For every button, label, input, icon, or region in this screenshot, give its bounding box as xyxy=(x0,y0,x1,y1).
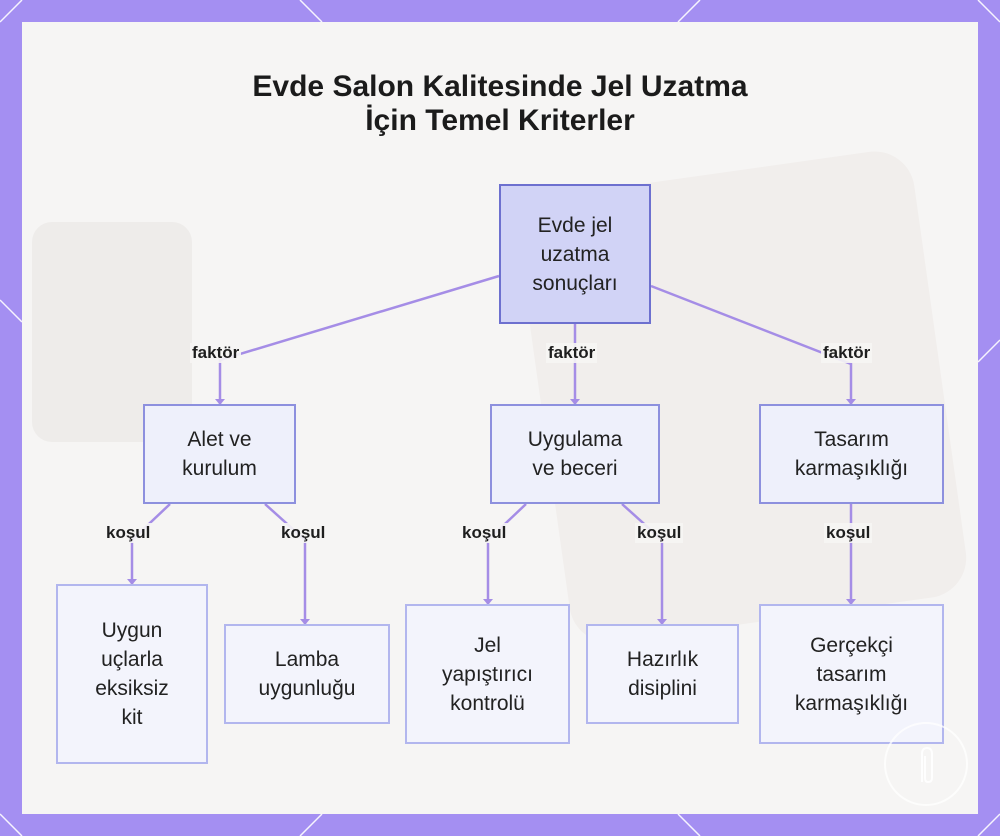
edge-label-condition-4: koşul xyxy=(635,523,684,543)
edge-root-to-factor-1 xyxy=(218,274,500,404)
condition-node-prep: Hazırlık disiplini xyxy=(586,624,739,724)
edge-label-condition-1: koşul xyxy=(104,523,153,543)
edge-root-to-factor-3 xyxy=(650,284,853,404)
edge-label-condition-5: koşul xyxy=(824,523,873,543)
condition-node-realistic-design: Gerçekçi tasarım karmaşıklığı xyxy=(759,604,944,744)
factor-node-design: Tasarım karmaşıklığı xyxy=(759,404,944,504)
factor-node-label: Tasarım karmaşıklığı xyxy=(794,428,909,480)
diagram-title: Evde Salon Kalitesinde Jel Uzatma İçin T… xyxy=(0,70,1000,138)
arrowhead xyxy=(127,579,137,585)
arrowhead xyxy=(570,399,580,405)
edge-factor-1-to-condition-1 xyxy=(130,503,171,584)
edge-factor-2-to-condition-4 xyxy=(621,503,664,624)
paperclip-icon xyxy=(921,746,933,784)
factor-node-application: Uygulama ve beceri xyxy=(490,404,660,504)
paperclip-badge-icon xyxy=(884,722,968,806)
title-line-2: İçin Temel Kriterler xyxy=(365,104,635,137)
edge-label-condition-2: koşul xyxy=(279,523,328,543)
arrowhead xyxy=(846,599,856,605)
condition-node-label: Gerçekçi tasarım karmaşıklığı xyxy=(794,633,909,715)
condition-node-label: Lamba uygunluğu xyxy=(258,648,356,700)
arrowhead xyxy=(846,399,856,405)
condition-node-label: Uygun uçlarla eksiksiz kit xyxy=(95,619,169,729)
condition-node-lamp: Lamba uygunluğu xyxy=(224,624,390,724)
root-node-label: Evde jel uzatma sonuçları xyxy=(532,213,618,295)
factor-node-tools: Alet ve kurulum xyxy=(143,404,296,504)
condition-node-label: Jel yapıştırıcı kontrolü xyxy=(441,633,534,715)
condition-node-label: Hazırlık disiplini xyxy=(626,648,699,700)
factor-node-label: Uygulama ve beceri xyxy=(527,428,623,480)
arrowhead xyxy=(483,599,493,605)
arrowhead xyxy=(215,399,225,405)
edge-factor-1-to-condition-2 xyxy=(264,503,307,624)
edge-label-factor-2: faktör xyxy=(546,343,598,363)
edge-label-factor-3: faktör xyxy=(821,343,873,363)
title-line-1: Evde Salon Kalitesinde Jel Uzatma xyxy=(252,70,748,103)
arrowhead xyxy=(300,619,310,625)
edge-label-factor-1: faktör xyxy=(190,343,242,363)
root-node: Evde jel uzatma sonuçları xyxy=(499,184,651,324)
factor-node-label: Alet ve kurulum xyxy=(182,428,257,480)
edge-factor-2-to-condition-3 xyxy=(486,503,527,604)
condition-node-complete-kit: Uygun uçlarla eksiksiz kit xyxy=(56,584,208,764)
arrowhead xyxy=(657,619,667,625)
edge-label-condition-3: koşul xyxy=(460,523,509,543)
condition-node-gel-glue: Jel yapıştırıcı kontrolü xyxy=(405,604,570,744)
